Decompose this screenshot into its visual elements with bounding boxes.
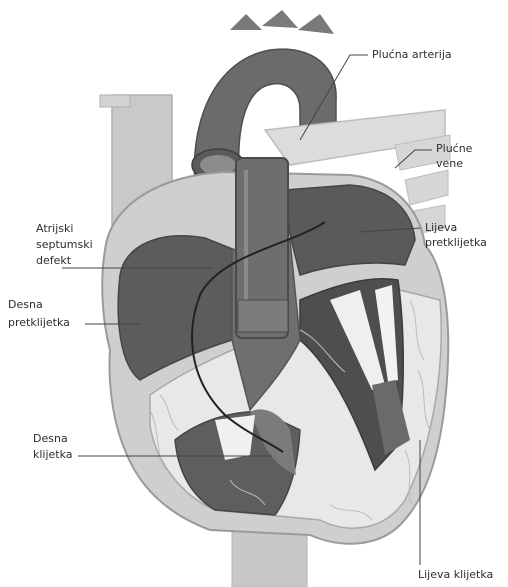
label-pulmonary-artery: Plućna arterija [372,48,452,62]
label-asd-line2: septumski [36,238,93,252]
label-pulmonary-veins-line2: vene [436,157,463,171]
label-right-ventricle-line2: klijetka [33,448,73,462]
label-right-ventricle-line1: Desna [33,432,68,446]
label-left-atrium-line2: pretklijetka [425,236,487,250]
label-asd-line1: Atrijski [36,222,73,236]
label-left-ventricle: Lijeva klijetka [418,568,493,582]
pulmonary-trunk [236,158,288,338]
label-right-atrium-line1: Desna [8,298,43,312]
label-right-atrium-line2: pretklijetka [8,316,70,330]
label-pulmonary-veins-line1: Plućne [436,142,472,156]
label-left-atrium-line1: Lijeva [425,221,457,235]
label-asd-line3: defekt [36,254,71,268]
